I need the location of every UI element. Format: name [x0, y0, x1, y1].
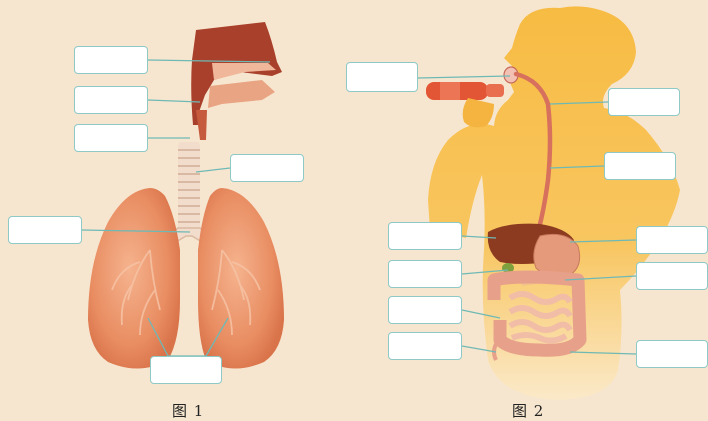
drink-bottle	[426, 82, 504, 100]
figure-2-caption: 图 2	[512, 400, 544, 421]
label-blank-gallbladder[interactable]	[388, 260, 462, 288]
label-blank-bronchi[interactable]	[8, 216, 82, 244]
figure-1-caption: 图 1	[172, 400, 204, 421]
label-blank-large-intestine[interactable]	[388, 296, 462, 324]
label-blank-esophagus[interactable]	[604, 152, 676, 180]
label-blank-oral-cavity[interactable]	[346, 62, 418, 92]
label-blank-nasal-cavity[interactable]	[74, 46, 148, 74]
label-blank-appendix[interactable]	[388, 332, 462, 360]
stomach-shape	[534, 234, 580, 277]
hand-shape	[463, 98, 494, 127]
label-blank-liver[interactable]	[388, 222, 462, 250]
trachea-shape	[178, 142, 200, 234]
label-blank-stomach[interactable]	[636, 226, 708, 254]
right-lung-shape	[198, 188, 284, 369]
label-blank-trachea[interactable]	[230, 154, 304, 182]
label-blank-pharynx-2[interactable]	[608, 88, 680, 116]
label-blank-pancreas[interactable]	[636, 262, 708, 290]
palate-shape	[208, 80, 275, 108]
label-blank-lungs[interactable]	[150, 356, 222, 384]
label-blank-small-intestine[interactable]	[636, 340, 708, 368]
label-blank-larynx[interactable]	[74, 124, 148, 152]
label-blank-pharynx[interactable]	[74, 86, 148, 114]
